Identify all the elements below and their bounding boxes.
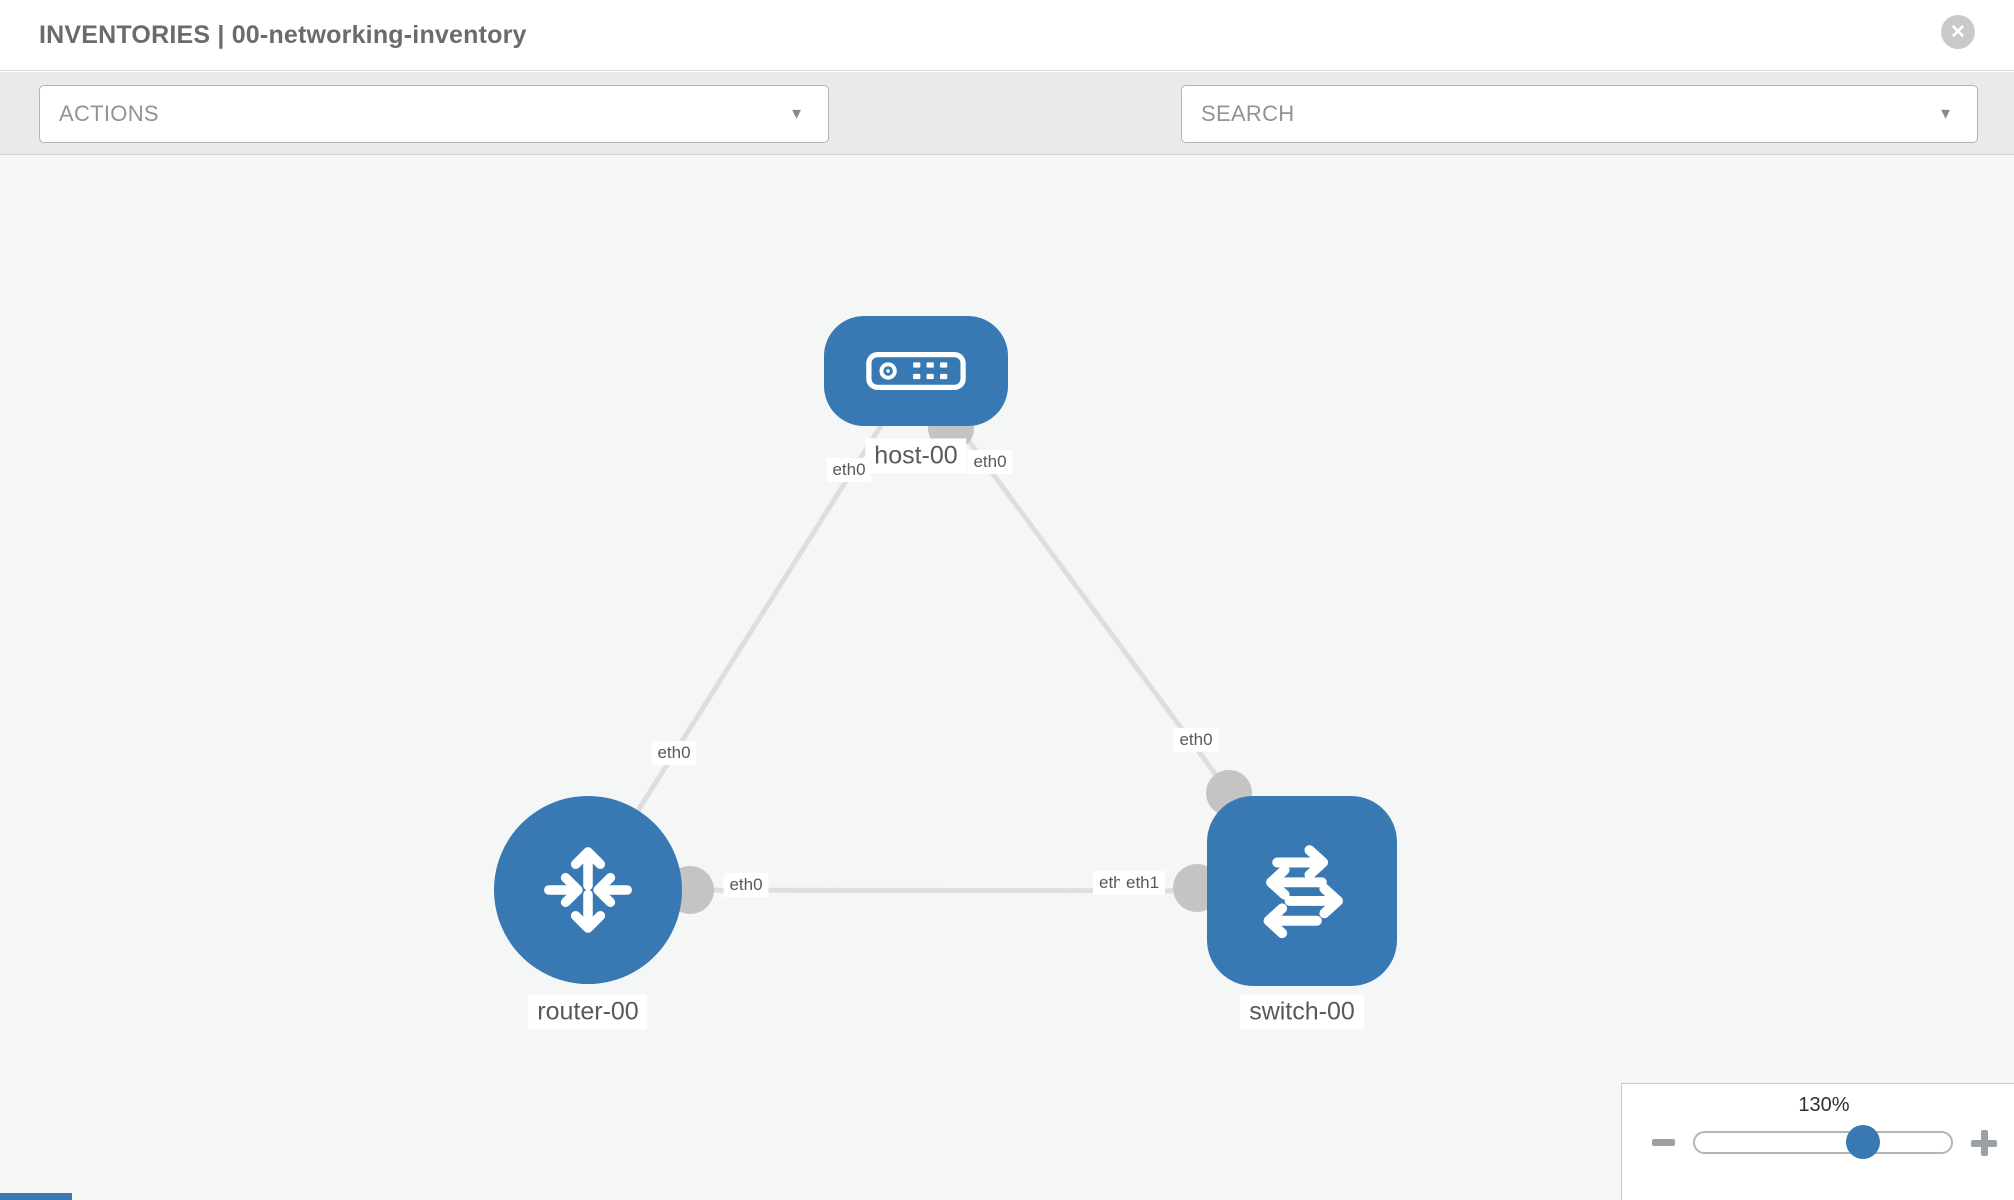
plus-bar [1980,1130,1988,1156]
switch-icon [1263,845,1343,939]
zoom-out-icon[interactable] [1652,1139,1675,1146]
server-icon [866,352,966,390]
interface-label-host-left: eth0 [826,458,872,482]
interface-label-host-switch: eth0 [1173,728,1219,752]
node-host[interactable] [824,316,1008,426]
zoom-slider-track[interactable] [1693,1125,1953,1159]
chevron-down-icon: ▼ [1938,105,1953,123]
search-dropdown[interactable]: SEARCH ▼ [1181,85,1978,143]
link-host-router[interactable] [585,368,919,892]
interface-label-host-right: eth0 [967,450,1013,474]
node-router[interactable] [494,796,682,984]
zoom-in-icon[interactable] [1971,1130,1997,1156]
actions-dropdown-label: ACTIONS [59,101,159,126]
page-title: INVENTORIES | 00-networking-inventory [39,20,527,49]
close-icon[interactable]: ✕ [1941,15,1975,49]
zoom-control-panel: 130% [1621,1083,2014,1200]
interface-label-router-right: eth0 [723,873,769,897]
interface-label-host-router: eth0 [651,741,697,765]
close-glyph: ✕ [1950,21,1966,43]
actions-dropdown[interactable]: ACTIONS ▼ [39,85,829,143]
zoom-level-label: 130% [1798,1094,1850,1116]
topology-canvas: host-00 router-00 switch-00 eth0 eth0 et… [0,155,2014,1200]
node-label-host: host-00 [865,438,967,474]
node-label-router: router-00 [528,994,648,1030]
bottom-left-blue-strip[interactable] [0,1193,72,1200]
links-layer [585,368,1305,914]
header-bar: INVENTORIES | 00-networking-inventory [0,0,2014,71]
chevron-down-icon: ▼ [789,105,804,123]
zoom-slider-handle[interactable] [1846,1125,1880,1159]
node-switch[interactable] [1207,796,1397,986]
toolbar: ACTIONS ▼ SEARCH ▼ [0,72,2014,197]
interface-label-switch-eth1: eth1 [1120,871,1166,895]
node-label-switch: switch-00 [1240,994,1364,1030]
router-icon [544,847,632,933]
search-dropdown-label: SEARCH [1201,101,1295,126]
